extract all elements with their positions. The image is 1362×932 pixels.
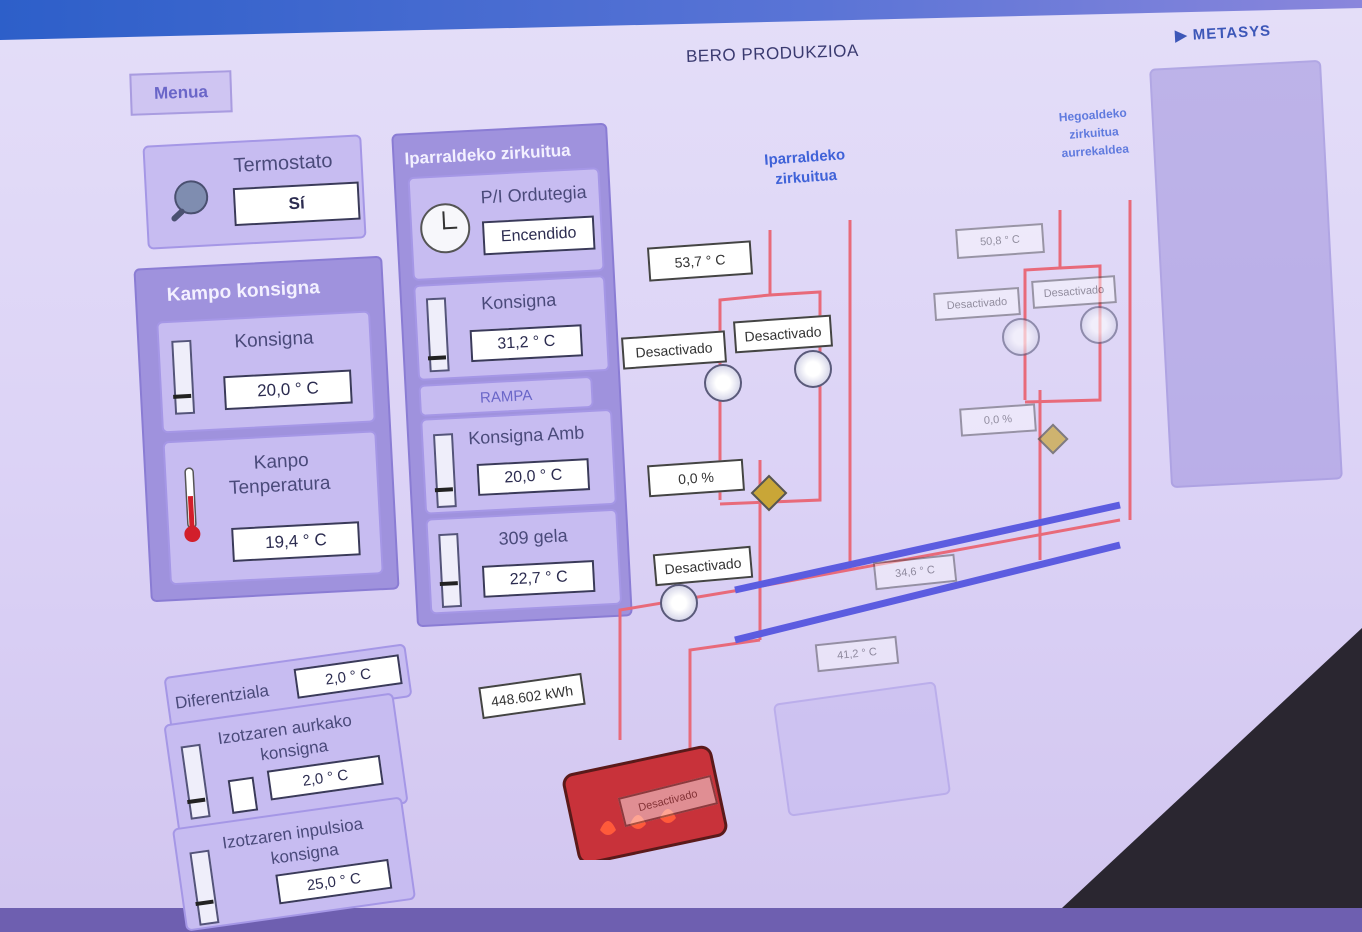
flame-icon	[600, 809, 676, 835]
izotz-aurkako-checkbox[interactable]	[227, 776, 259, 814]
pump-south-b-icon[interactable]	[1080, 306, 1118, 344]
pump-south-a-state[interactable]: Desactivado	[933, 287, 1021, 321]
temp-north-readout: 53,7 ° C	[646, 240, 754, 282]
cold-header-upper	[734, 501, 1121, 594]
thermometer-icon	[184, 467, 201, 543]
kanpo-label: Kanpo	[253, 449, 310, 474]
konsigna-amb-slider[interactable]	[432, 433, 457, 509]
kampo-konsigna-value[interactable]: 20,0 ° C	[223, 369, 353, 411]
gela-label: 309 gela	[498, 525, 569, 549]
pump-north-b-state[interactable]: Desactivado	[733, 314, 833, 354]
tenperatura-label: Tenperatura	[228, 472, 331, 500]
thermostat-knob-icon	[171, 180, 209, 222]
termostato-label: Termostato	[233, 149, 333, 178]
pump-south-b-state[interactable]: Desactivado	[1031, 275, 1117, 309]
pump-north-b-icon[interactable]	[794, 350, 832, 388]
kanpo-temperatura-value: 19,4 ° C	[231, 521, 361, 562]
termostato-value[interactable]: Sí	[232, 181, 361, 227]
pump-boiler-icon[interactable]	[660, 584, 698, 622]
iparralde-diagram-label: Iparraldeko zirkuitua	[764, 145, 847, 191]
iparralde-konsigna-slider[interactable]	[425, 297, 450, 373]
valve-north-readout: 0,0 %	[647, 458, 745, 498]
rampa-label: RAMPA	[479, 386, 533, 407]
kampo-konsigna-panel: Kampo konsigna Konsigna 20,0 ° C Kanpo T…	[133, 255, 400, 603]
valve-south-readout: 0,0 %	[959, 403, 1037, 437]
hot-pipe-boiler-return	[688, 638, 761, 760]
termostato-panel: Termostato Sí	[142, 134, 367, 250]
cold-header-lower	[734, 541, 1121, 644]
hegoalde-sidebar-panel	[1149, 59, 1343, 489]
kampo-konsigna-box: Konsigna 20,0 ° C	[156, 310, 376, 434]
diferentziala-value[interactable]: 2,0 ° C	[293, 654, 403, 699]
kampo-konsigna-slider[interactable]	[171, 339, 196, 415]
hegoalde-diagram-label: Hegoaldeko zirkuitua aurrekaldea	[1058, 104, 1130, 163]
kampo-konsigna-label: Konsigna	[233, 327, 315, 353]
clock-icon	[418, 202, 472, 255]
izotz-aurkako-slider[interactable]	[180, 743, 211, 820]
kanpo-tenperatura-box: Kanpo Tenperatura 19,4 ° C	[162, 430, 384, 586]
iparralde-panel-title: Iparraldeko zirkuitua	[404, 140, 572, 169]
pump-north-a-icon[interactable]	[704, 364, 742, 402]
bottom-setpoint-panel	[772, 681, 952, 817]
menu-button[interactable]: Menua	[129, 70, 233, 116]
diferentziala-label: Diferentziala	[173, 680, 271, 713]
temp-south-readout: 50,8 ° C	[955, 222, 1045, 260]
izotz-inpulsioa-slider[interactable]	[189, 849, 220, 926]
iparralde-konsigna-label: Konsigna	[480, 289, 557, 314]
kampo-konsigna-title: Kampo konsigna	[166, 277, 321, 307]
gela-slider[interactable]	[438, 533, 463, 608]
pump-south-a-icon[interactable]	[1002, 318, 1040, 356]
